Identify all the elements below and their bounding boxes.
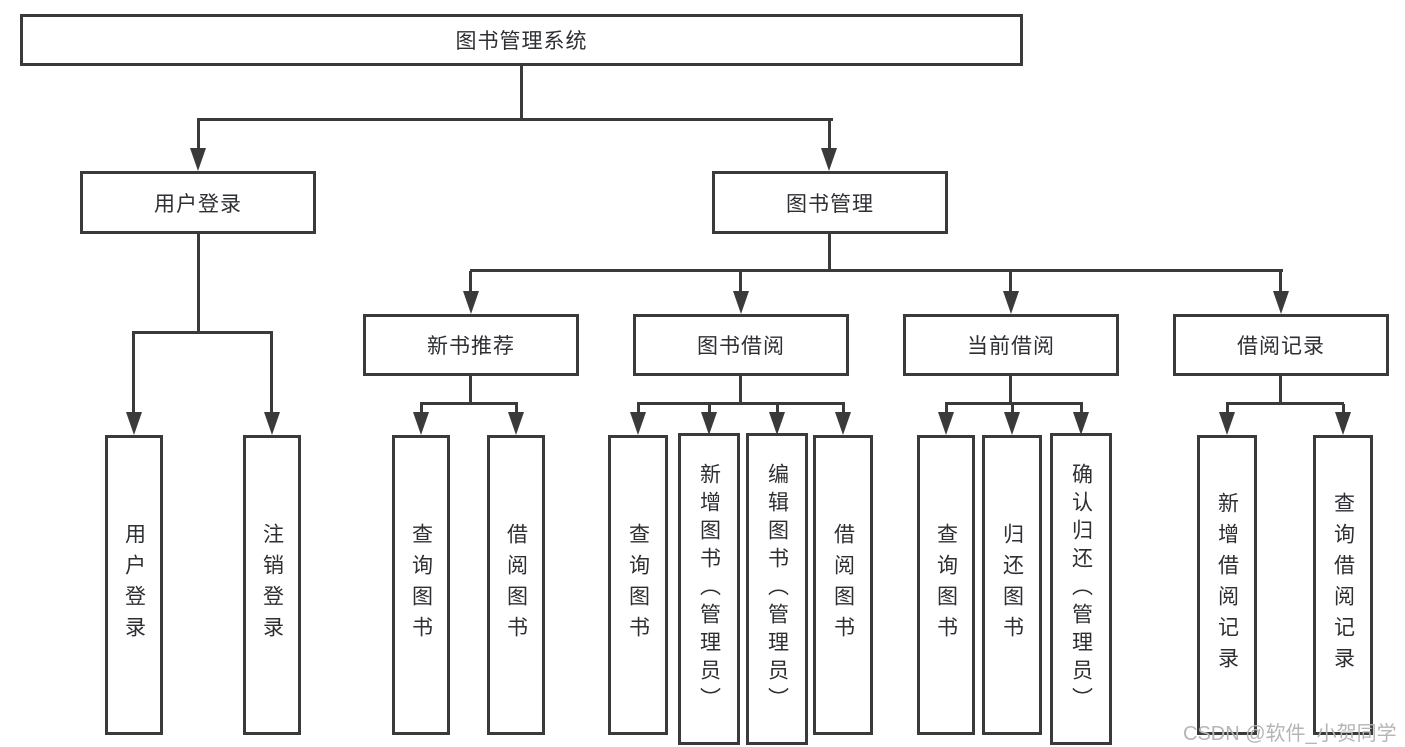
leaf-borrow-books-borrow: 借阅图书 [813, 435, 873, 735]
connector-line [945, 402, 1083, 405]
connector-line [197, 234, 200, 334]
connector-line [776, 404, 779, 414]
arrow-down-icon [190, 148, 206, 171]
arrow-down-icon [938, 412, 954, 435]
leaf-add-borrow-record: 新增借阅记录 [1197, 435, 1257, 735]
node-book-management-branch: 图书管理 [712, 171, 948, 234]
arrow-down-icon [264, 412, 280, 435]
node-label: 当前借阅 [967, 335, 1055, 358]
leaf-label: 借阅图书 [504, 523, 528, 647]
node-book-borrowing: 图书借阅 [633, 314, 849, 376]
leaf-edit-books-admin: 编辑图书（管理员） [746, 433, 808, 745]
connector-line [1342, 404, 1345, 414]
arrow-down-icon [508, 412, 524, 435]
leaf-label: 用户登录 [122, 523, 146, 647]
leaf-add-books-admin: 新增图书（管理员） [678, 433, 740, 745]
connector-line [470, 269, 1283, 272]
arrow-down-icon [126, 412, 142, 435]
leaf-label: 新增图书（管理员） [697, 463, 721, 715]
arrow-down-icon [821, 148, 837, 171]
node-new-book-recommendation: 新书推荐 [363, 314, 579, 376]
connector-line [1011, 404, 1014, 414]
node-current-borrowing: 当前借阅 [903, 314, 1119, 376]
connector-line [1279, 271, 1282, 293]
connector-line [270, 333, 273, 413]
connector-line [708, 404, 711, 414]
node-label: 用户登录 [154, 192, 242, 216]
arrow-down-icon [1335, 412, 1351, 435]
connector-line [828, 234, 831, 272]
leaf-label: 查询借阅记录 [1331, 492, 1355, 678]
arrow-down-icon [835, 412, 851, 435]
leaf-return-books: 归还图书 [982, 435, 1042, 735]
arrow-down-icon [1219, 412, 1235, 435]
arrow-down-icon [463, 291, 479, 314]
connector-line [828, 120, 831, 150]
leaf-label: 编辑图书（管理员） [765, 463, 789, 715]
leaf-query-borrow-record: 查询借阅记录 [1313, 435, 1373, 735]
leaf-logout: 注销登录 [243, 435, 301, 735]
node-book-management-system: 图书管理系统 [20, 14, 1023, 66]
arrow-down-icon [733, 291, 749, 314]
arrow-down-icon [1004, 412, 1020, 435]
connector-line [637, 402, 845, 405]
arrow-down-icon [701, 412, 717, 435]
node-user-login-branch: 用户登录 [80, 171, 316, 234]
connector-line [132, 331, 273, 334]
node-label: 图书管理系统 [455, 30, 588, 53]
node-borrowing-records: 借阅记录 [1173, 314, 1389, 376]
leaf-label: 归还图书 [1000, 523, 1024, 647]
arrow-down-icon [1073, 412, 1089, 435]
leaf-label: 确认归还（管理员） [1069, 463, 1093, 715]
leaf-label: 查询图书 [934, 523, 958, 647]
arrow-down-icon [413, 412, 429, 435]
arrow-down-icon [1003, 291, 1019, 314]
node-label: 图书管理 [786, 192, 874, 216]
arrow-down-icon [630, 412, 646, 435]
leaf-label: 借阅图书 [831, 523, 855, 647]
connector-line [469, 271, 472, 293]
connector-line [420, 404, 423, 414]
connector-line [637, 404, 640, 414]
leaf-label: 查询图书 [409, 523, 433, 647]
leaf-confirm-return-admin: 确认归还（管理员） [1050, 433, 1112, 745]
node-label: 图书借阅 [697, 335, 785, 358]
connector-line [1226, 404, 1229, 414]
connector-line [1009, 376, 1012, 405]
node-label: 新书推荐 [427, 335, 515, 358]
leaf-borrow-books-newrec: 借阅图书 [487, 435, 545, 735]
connector-line [197, 120, 200, 150]
connector-line [197, 118, 833, 121]
leaf-query-books-borrow: 查询图书 [608, 435, 668, 735]
connector-line [739, 271, 742, 293]
connector-line [1080, 404, 1083, 414]
connector-line [1279, 376, 1282, 405]
csdn-watermark: CSDN @软件_小贺同学 [1183, 723, 1397, 745]
leaf-query-books-newrec: 查询图书 [392, 435, 450, 735]
leaf-query-books-current: 查询图书 [917, 435, 975, 735]
arrow-down-icon [769, 412, 785, 435]
connector-line [842, 404, 845, 414]
connector-line [515, 404, 518, 414]
leaf-label: 新增借阅记录 [1215, 492, 1239, 678]
connector-line [420, 402, 518, 405]
connector-line [520, 66, 523, 120]
connector-line [469, 376, 472, 405]
connector-line [739, 376, 742, 405]
connector-line [1226, 402, 1344, 405]
arrow-down-icon [1273, 291, 1289, 314]
leaf-user-login: 用户登录 [105, 435, 163, 735]
leaf-label: 查询图书 [626, 523, 650, 647]
connector-line [132, 333, 135, 413]
connector-line [945, 404, 948, 414]
node-label: 借阅记录 [1237, 335, 1325, 358]
connector-line [1009, 271, 1012, 293]
leaf-label: 注销登录 [260, 523, 284, 647]
